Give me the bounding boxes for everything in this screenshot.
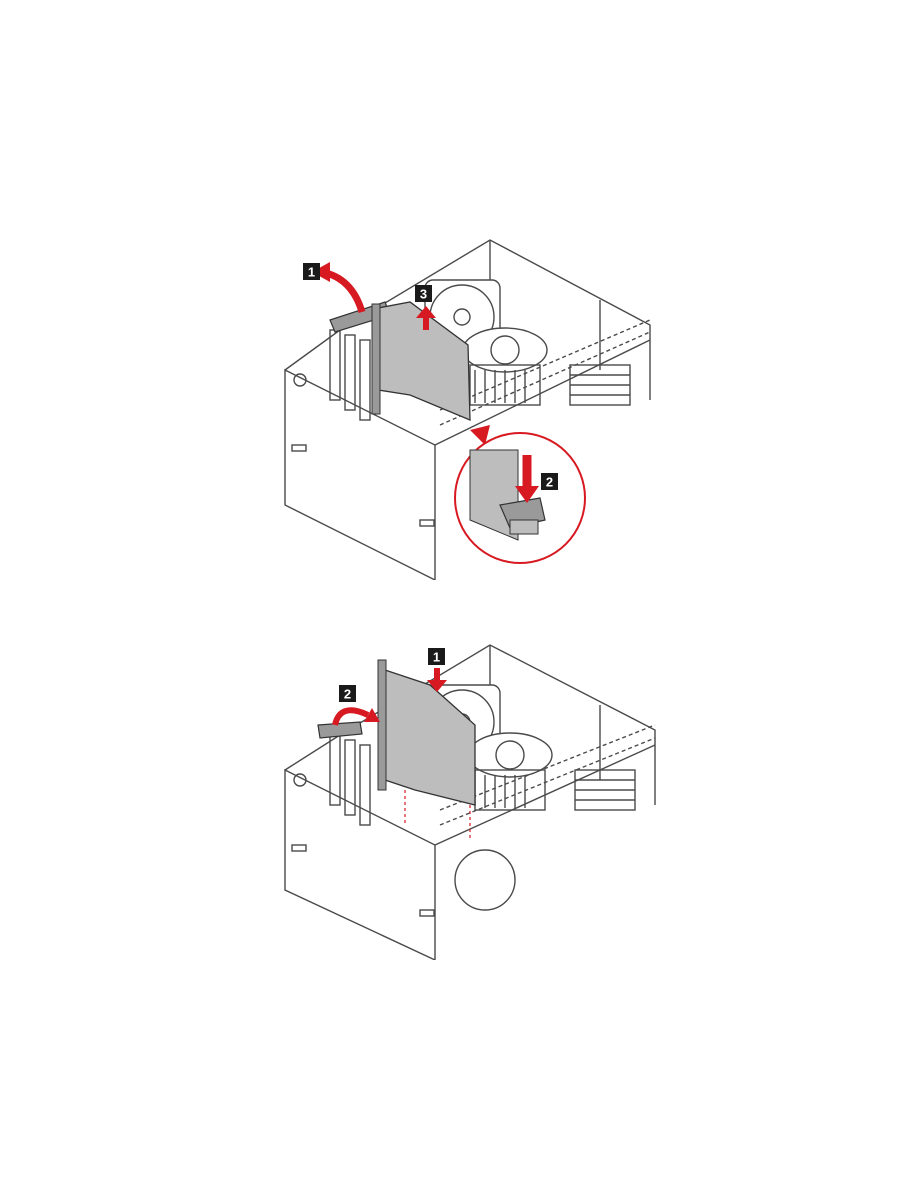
step-number: 2 — [546, 475, 553, 490]
install-card-drawing: 1 2 — [0, 630, 918, 960]
detail-magnifier — [455, 425, 585, 563]
remove-card-illustration: 1 3 2 — [0, 220, 918, 580]
step-number: 3 — [420, 287, 427, 302]
step-1-callout: 1 — [303, 262, 362, 312]
step-number: 1 — [433, 650, 440, 665]
install-card-illustration: 1 2 — [0, 630, 918, 960]
step-2-callout: 2 — [335, 685, 380, 725]
remove-card-drawing: 1 3 2 — [0, 220, 918, 580]
retention-latch — [318, 722, 362, 738]
step-number: 1 — [308, 265, 315, 280]
step-number: 2 — [344, 687, 351, 702]
